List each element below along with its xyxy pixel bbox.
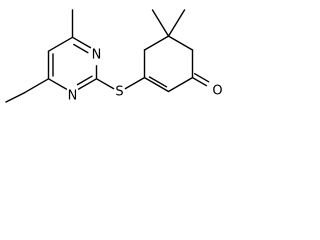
bond-c2-s [95, 78, 115, 90]
atom-n-upper: N [92, 48, 102, 63]
molecule-drawing: N N S O [5, 9, 223, 104]
bond-c5r-c6r [167, 35, 194, 51]
bond-c5r-methyl-right [167, 9, 186, 37]
bond-c2r-c3-double [148, 76, 168, 88]
atom-n-lower: N [68, 89, 78, 104]
bond-c1r-c2r [167, 76, 194, 93]
atom-s: S [115, 85, 123, 100]
bond-n1-c2-double [76, 75, 93, 86]
bond-c6-methyl [23, 78, 50, 94]
atom-o: O [212, 84, 222, 99]
bond-s-c3 [124, 76, 146, 90]
bond-c2r-c3 [143, 76, 170, 93]
bond-c6-n1 [47, 78, 68, 90]
bond-n3-c4 [71, 36, 92, 49]
bond-c1r-o-double [193, 72, 210, 83]
bond-c1r-o [191, 76, 208, 87]
bond-c4r-c5r [143, 35, 170, 51]
bond-c5r-methyl-left [151, 9, 170, 37]
bond-n1-c2 [77, 78, 98, 90]
bond-c6-methyl-tail [5, 91, 26, 103]
structure-canvas: N N S O [0, 0, 288, 131]
bond-c4-c5 [47, 36, 74, 52]
bond-n3-c4-double [73, 43, 89, 54]
